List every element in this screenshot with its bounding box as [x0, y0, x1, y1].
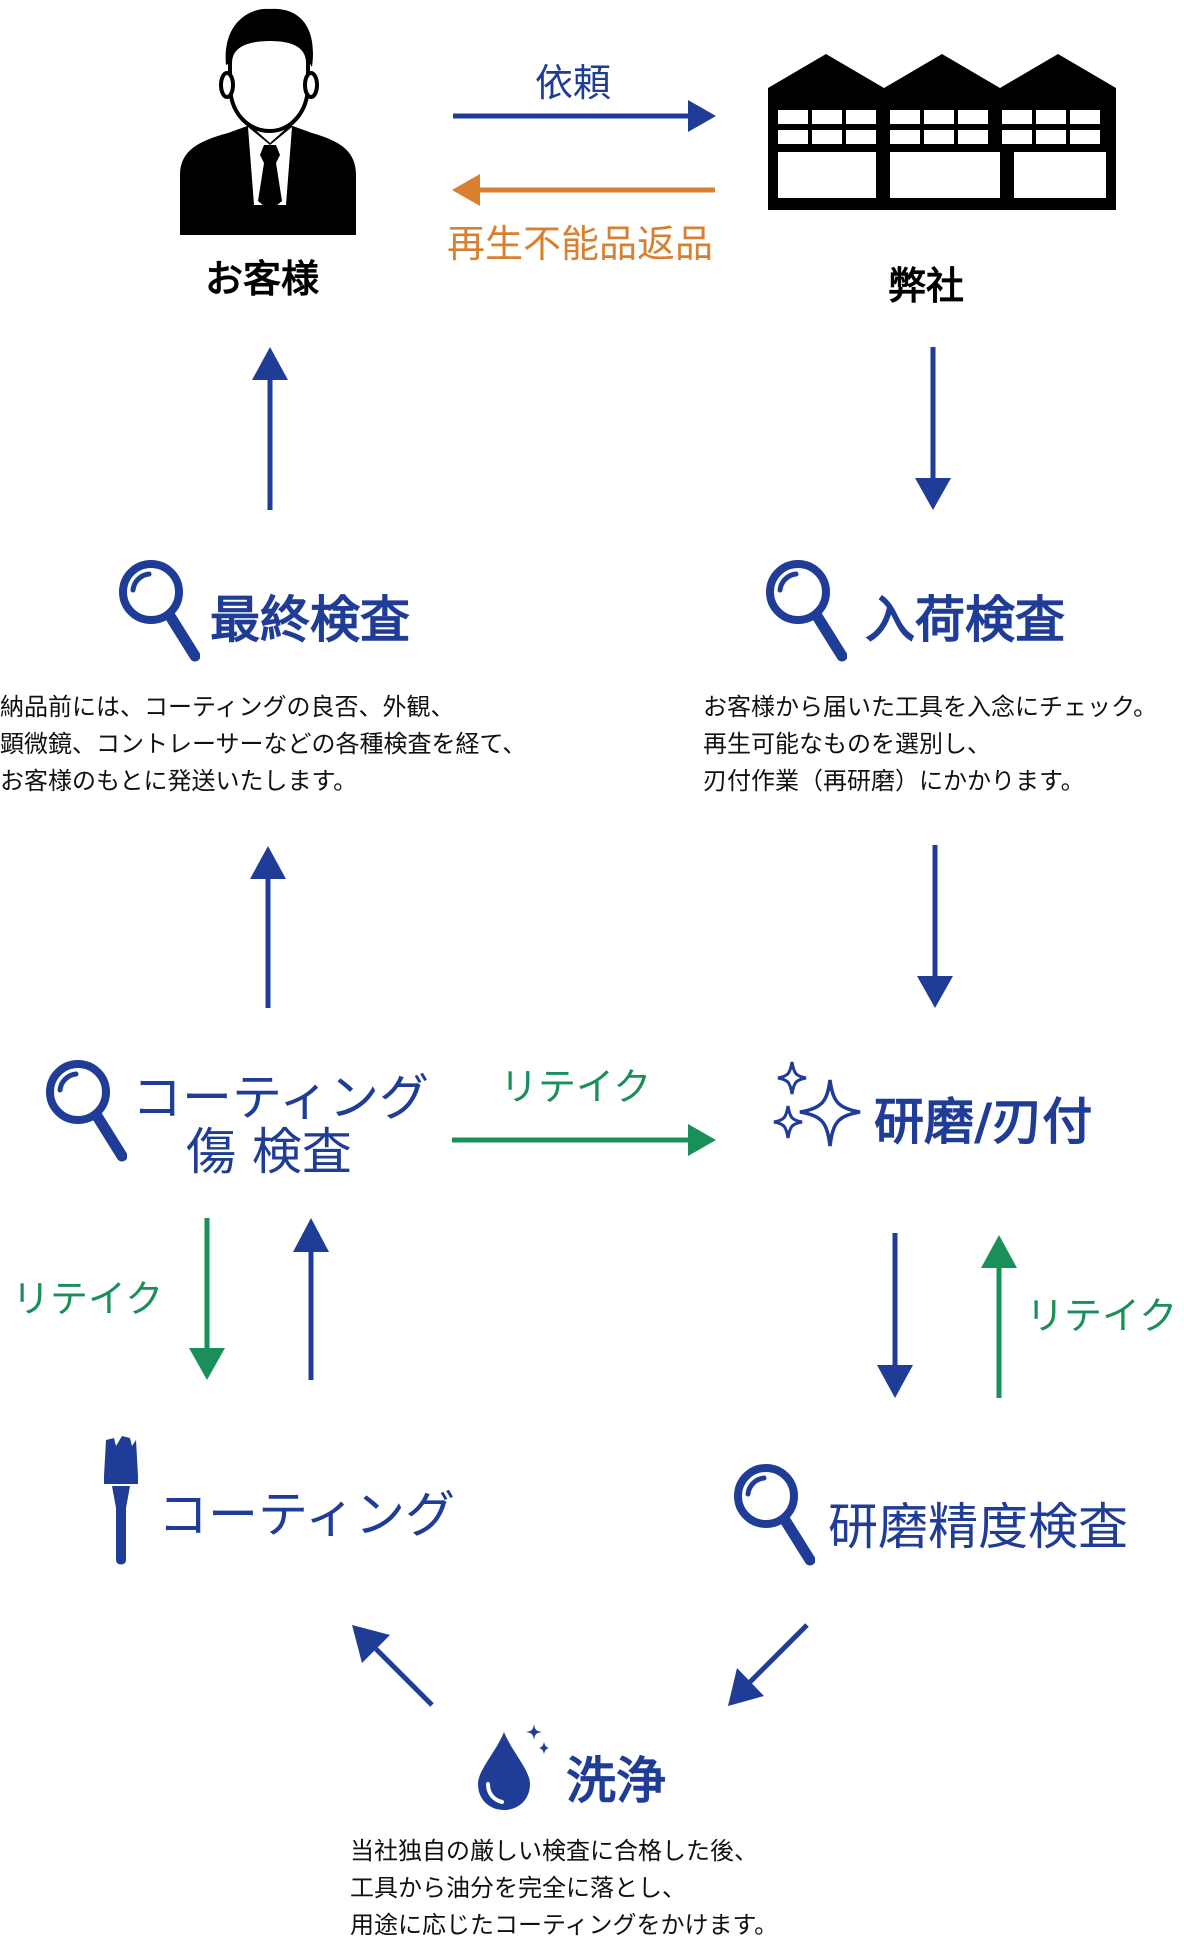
- magnifier-icon: [46, 1060, 127, 1162]
- final-desc-line: 顕微鏡、コントレーサーなどの各種検査を経て、: [0, 730, 527, 758]
- magnifier-icon: [734, 1464, 815, 1566]
- final-desc-line: お客様のもとに発送いたします。: [0, 767, 358, 795]
- arrow-cleaning-to-coating: [352, 1625, 434, 1707]
- arrow-company-to-receiving: [915, 347, 951, 510]
- grinding-title: 研磨/刃付: [874, 1093, 1093, 1151]
- retake-top-label: リテイク: [500, 1065, 652, 1109]
- cleaning-desc: 当社独自の厳しい検査に合格した後、 工具から油分を完全に落とし、 用途に応じたコ…: [350, 1833, 778, 1944]
- coating-title: コーティング: [158, 1486, 455, 1544]
- arrow-return: [452, 174, 715, 206]
- arrow-coatinspect-to-final: [250, 846, 286, 1008]
- receiving-inspection-title: 入荷検査: [865, 591, 1065, 649]
- arrow-final-to-customer: [252, 347, 288, 510]
- retake-left-label: リテイク: [12, 1277, 164, 1321]
- factory-icon: [768, 54, 1116, 210]
- magnifier-icon: [766, 560, 847, 662]
- arrow-retake-right: [981, 1235, 1017, 1398]
- arrow-grinding-to-precision: [877, 1233, 913, 1398]
- cleaning-desc-line: 用途に応じたコーティングをかけます。: [350, 1911, 779, 1939]
- company-label: 弊社: [888, 264, 965, 308]
- businessman-icon: [180, 8, 356, 235]
- receiving-inspection-desc: お客様から届いた工具を入念にチェック。 再生可能なものを選別し、 刃付作業（再研…: [703, 689, 1157, 800]
- return-label: 再生不能品返品: [447, 222, 714, 266]
- receiving-desc-line: お客様から届いた工具を入念にチェック。: [703, 693, 1158, 721]
- receiving-desc-line: 刃付作業（再研磨）にかかります。: [703, 767, 1085, 795]
- final-inspection-desc: 納品前には、コーティングの良否、外観、 顕微鏡、コントレーサーなどの各種検査を経…: [0, 689, 526, 800]
- sparkle-icon: [773, 1061, 861, 1147]
- water-drop-icon: [478, 1724, 549, 1810]
- arrow-precision-to-cleaning: [728, 1623, 809, 1706]
- receiving-desc-line: 再生可能なものを選別し、: [703, 730, 991, 758]
- arrow-retake-left: [189, 1218, 225, 1380]
- precision-inspection-title: 研磨精度検査: [828, 1498, 1128, 1556]
- arrow-request: [453, 100, 716, 132]
- cleaning-title: 洗浄: [566, 1752, 666, 1810]
- request-label: 依頼: [535, 61, 612, 105]
- coating-inspection-title-line1: コーティング: [132, 1069, 429, 1127]
- cleaning-desc-line: 工具から油分を完全に落とし、: [350, 1874, 686, 1902]
- brush-icon: [104, 1436, 138, 1565]
- magnifier-icon: [119, 560, 200, 662]
- customer-label: お客様: [205, 257, 320, 301]
- final-inspection-title: 最終検査: [210, 591, 410, 649]
- coating-inspection-title-line2: 傷 検査: [186, 1123, 352, 1181]
- final-desc-line: 納品前には、コーティングの良否、外観、: [0, 693, 455, 721]
- arrow-coating-to-coatinspect: [293, 1218, 329, 1380]
- arrow-receiving-to-grinding: [917, 845, 953, 1008]
- arrow-retake-top: [452, 1124, 716, 1156]
- cleaning-desc-line: 当社独自の厳しい検査に合格した後、: [350, 1837, 758, 1865]
- retake-right-label: リテイク: [1026, 1294, 1178, 1338]
